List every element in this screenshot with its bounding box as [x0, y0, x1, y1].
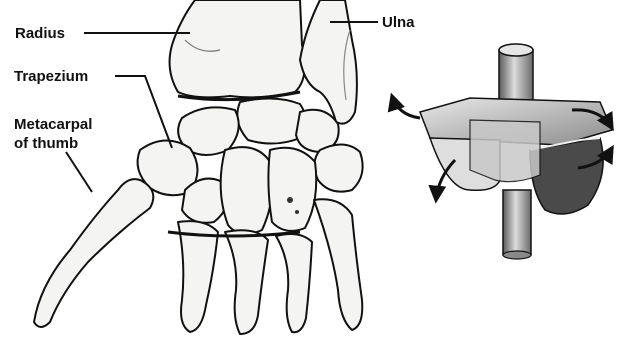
radius-label: Radius: [15, 25, 65, 42]
metacarpal-label-line1: Metacarpal: [14, 116, 92, 133]
model-rod-bottom: [503, 190, 531, 255]
model-right-saddle: [530, 138, 603, 214]
wrist-bones: [34, 0, 363, 334]
trapezium-label: Trapezium: [14, 68, 88, 85]
ulna-bone: [300, 0, 357, 124]
radius-bone: [170, 0, 305, 97]
pisiform-bone: [314, 144, 362, 191]
metacarpal-middle-bone: [225, 230, 268, 334]
capitate-bone: [221, 147, 273, 234]
metacarpal-leader: [66, 152, 92, 192]
metacarpal-index-bone: [178, 221, 218, 332]
metacarpal-little-bone: [314, 199, 362, 330]
metacarpal-label-line2: of thumb: [14, 135, 78, 152]
metacarpal-thumb-bone: [34, 179, 153, 327]
curved-arrow-icon: [392, 96, 420, 118]
ulna-label: Ulna: [382, 14, 415, 31]
saddle-joint-model: [420, 44, 612, 259]
hamate-bone: [268, 148, 316, 231]
trapezium-leader: [115, 76, 172, 148]
metacarpal-ring-bone: [276, 234, 312, 332]
